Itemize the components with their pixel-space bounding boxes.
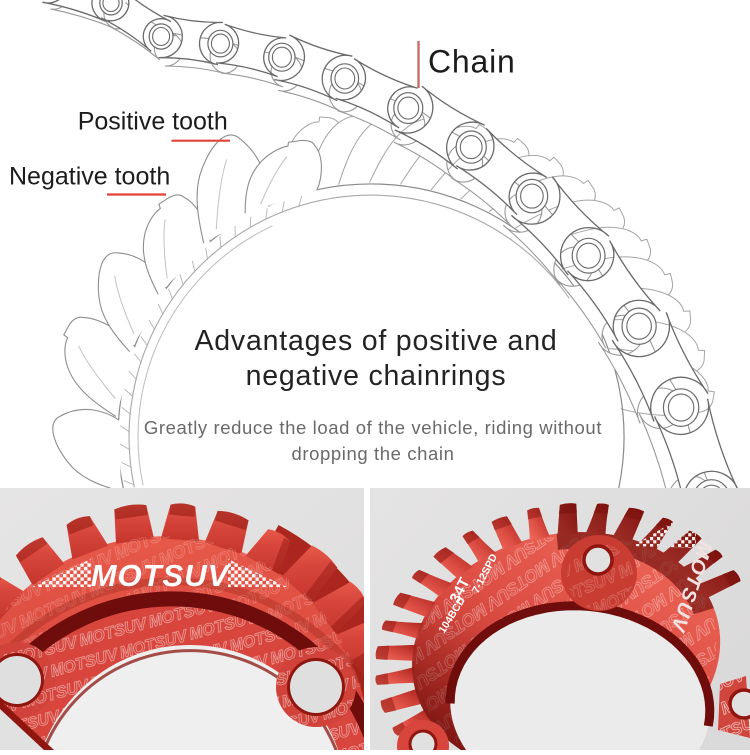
svg-text:Advantages of positive and: Advantages of positive and: [194, 325, 557, 357]
svg-text:Positive tooth: Positive tooth: [78, 107, 228, 135]
svg-text:Greatly reduce the load of the: Greatly reduce the load of the vehicle, …: [144, 417, 602, 438]
svg-text:Negative tooth: Negative tooth: [9, 162, 170, 190]
svg-text:MOTSUV: MOTSUV: [91, 558, 231, 593]
svg-text:negative chainrings: negative chainrings: [246, 360, 507, 392]
svg-text:dropping the chain: dropping the chain: [291, 443, 454, 464]
svg-text:Chain: Chain: [428, 44, 516, 80]
